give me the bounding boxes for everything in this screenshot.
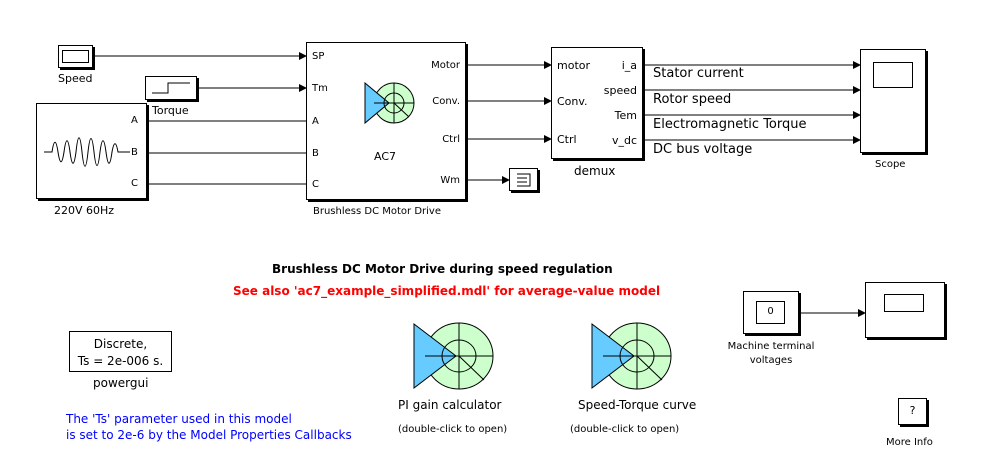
scope2-screen-icon: [884, 294, 924, 312]
drive-input-sp: SP: [312, 51, 325, 62]
scope2-block[interactable]: [865, 282, 945, 338]
powergui-block[interactable]: Discrete, Ts = 2e-006 s.: [69, 331, 172, 372]
demux-output-tem: Tem: [614, 109, 637, 122]
powergui-line1: Discrete,: [93, 337, 148, 351]
machine-voltage-label-2: voltages: [749, 355, 793, 366]
speed-torque-sub: (double-click to open): [570, 424, 680, 435]
drive-input-a: A: [312, 116, 319, 127]
terminator-block[interactable]: [509, 168, 538, 191]
source-port-b: B: [131, 147, 138, 158]
drive-label: Brushless DC Motor Drive: [313, 206, 441, 217]
more-info-label: More Info: [886, 437, 933, 448]
more-info-symbol: ?: [909, 404, 916, 417]
torque-label: Torque: [152, 104, 189, 117]
source-port-a: A: [131, 115, 138, 126]
demux-output-speed: speed: [603, 84, 637, 97]
speed-torque-curve-icon[interactable]: [590, 320, 674, 392]
drive-input-c: C: [312, 179, 319, 190]
speed-label: Speed: [58, 72, 93, 85]
drive-output-wm: Wm: [440, 175, 460, 186]
signal-rotor-speed: Rotor speed: [653, 92, 732, 107]
scope-block[interactable]: [860, 49, 926, 153]
see-also-note: See also 'ac7_example_simplified.mdl' fo…: [233, 284, 661, 298]
demux-block[interactable]: motor Conv. Ctrl i_a speed Tem v_dc: [551, 47, 643, 159]
signal-em-torque: Electromagnetic Torque: [653, 117, 807, 132]
more-info-block[interactable]: ?: [898, 398, 927, 425]
scope-label: Scope: [875, 159, 906, 170]
pi-gain-label: PI gain calculator: [398, 398, 502, 412]
demux-output-vdc: v_dc: [611, 134, 637, 147]
drive-input-b: B: [312, 148, 319, 159]
demux-input-ctrl: Ctrl: [557, 133, 577, 146]
display-value: 0: [767, 306, 774, 317]
machine-voltage-label-1: Machine terminal: [727, 341, 815, 352]
drive-output-motor: Motor: [431, 60, 460, 71]
diagram-title: Brushless DC Motor Drive during speed re…: [272, 262, 613, 276]
demux-input-conv: Conv.: [557, 95, 588, 108]
drive-output-conv: Conv.: [432, 96, 460, 107]
demux-input-motor: motor: [557, 59, 591, 72]
powergui-label: powergui: [93, 376, 149, 390]
powergui-line2: Ts = 2e-006 s.: [77, 354, 164, 368]
demux-output-ia: i_a: [621, 59, 637, 72]
terminator-icon: [517, 173, 531, 187]
ts-note-line2: is set to 2e-6 by the Model Properties C…: [66, 428, 352, 442]
machine-voltage-display-block[interactable]: 0: [743, 291, 799, 334]
waveform-icon: [44, 137, 130, 167]
drive-center-text: AC7: [374, 150, 397, 163]
display-window: 0: [756, 301, 785, 324]
three-phase-source-block[interactable]: A B C: [36, 103, 147, 199]
speed-block[interactable]: [58, 45, 93, 68]
torque-block[interactable]: [145, 76, 197, 100]
drive-input-tm: Tm: [312, 83, 328, 94]
drive-output-ctrl: Ctrl: [442, 134, 460, 145]
signal-dc-bus: DC bus voltage: [653, 142, 753, 157]
signal-stator-current: Stator current: [653, 66, 744, 81]
scope-screen-icon: [873, 62, 913, 88]
demux-label: demux: [574, 164, 616, 178]
brushless-dc-drive-block[interactable]: SP Tm A B C Motor Conv. Ctrl Wm AC7: [306, 42, 466, 200]
speed-torque-label: Speed-Torque curve: [578, 398, 697, 412]
motor-icon: [364, 81, 415, 125]
source-label: 220V 60Hz: [54, 204, 115, 217]
source-port-c: C: [131, 178, 138, 189]
speed-block-icon: [62, 50, 89, 63]
step-icon: [152, 82, 190, 94]
pi-gain-calculator-icon[interactable]: [412, 320, 496, 392]
pi-gain-sub: (double-click to open): [398, 424, 508, 435]
ts-note-line1: The 'Ts' parameter used in this model: [66, 412, 292, 426]
